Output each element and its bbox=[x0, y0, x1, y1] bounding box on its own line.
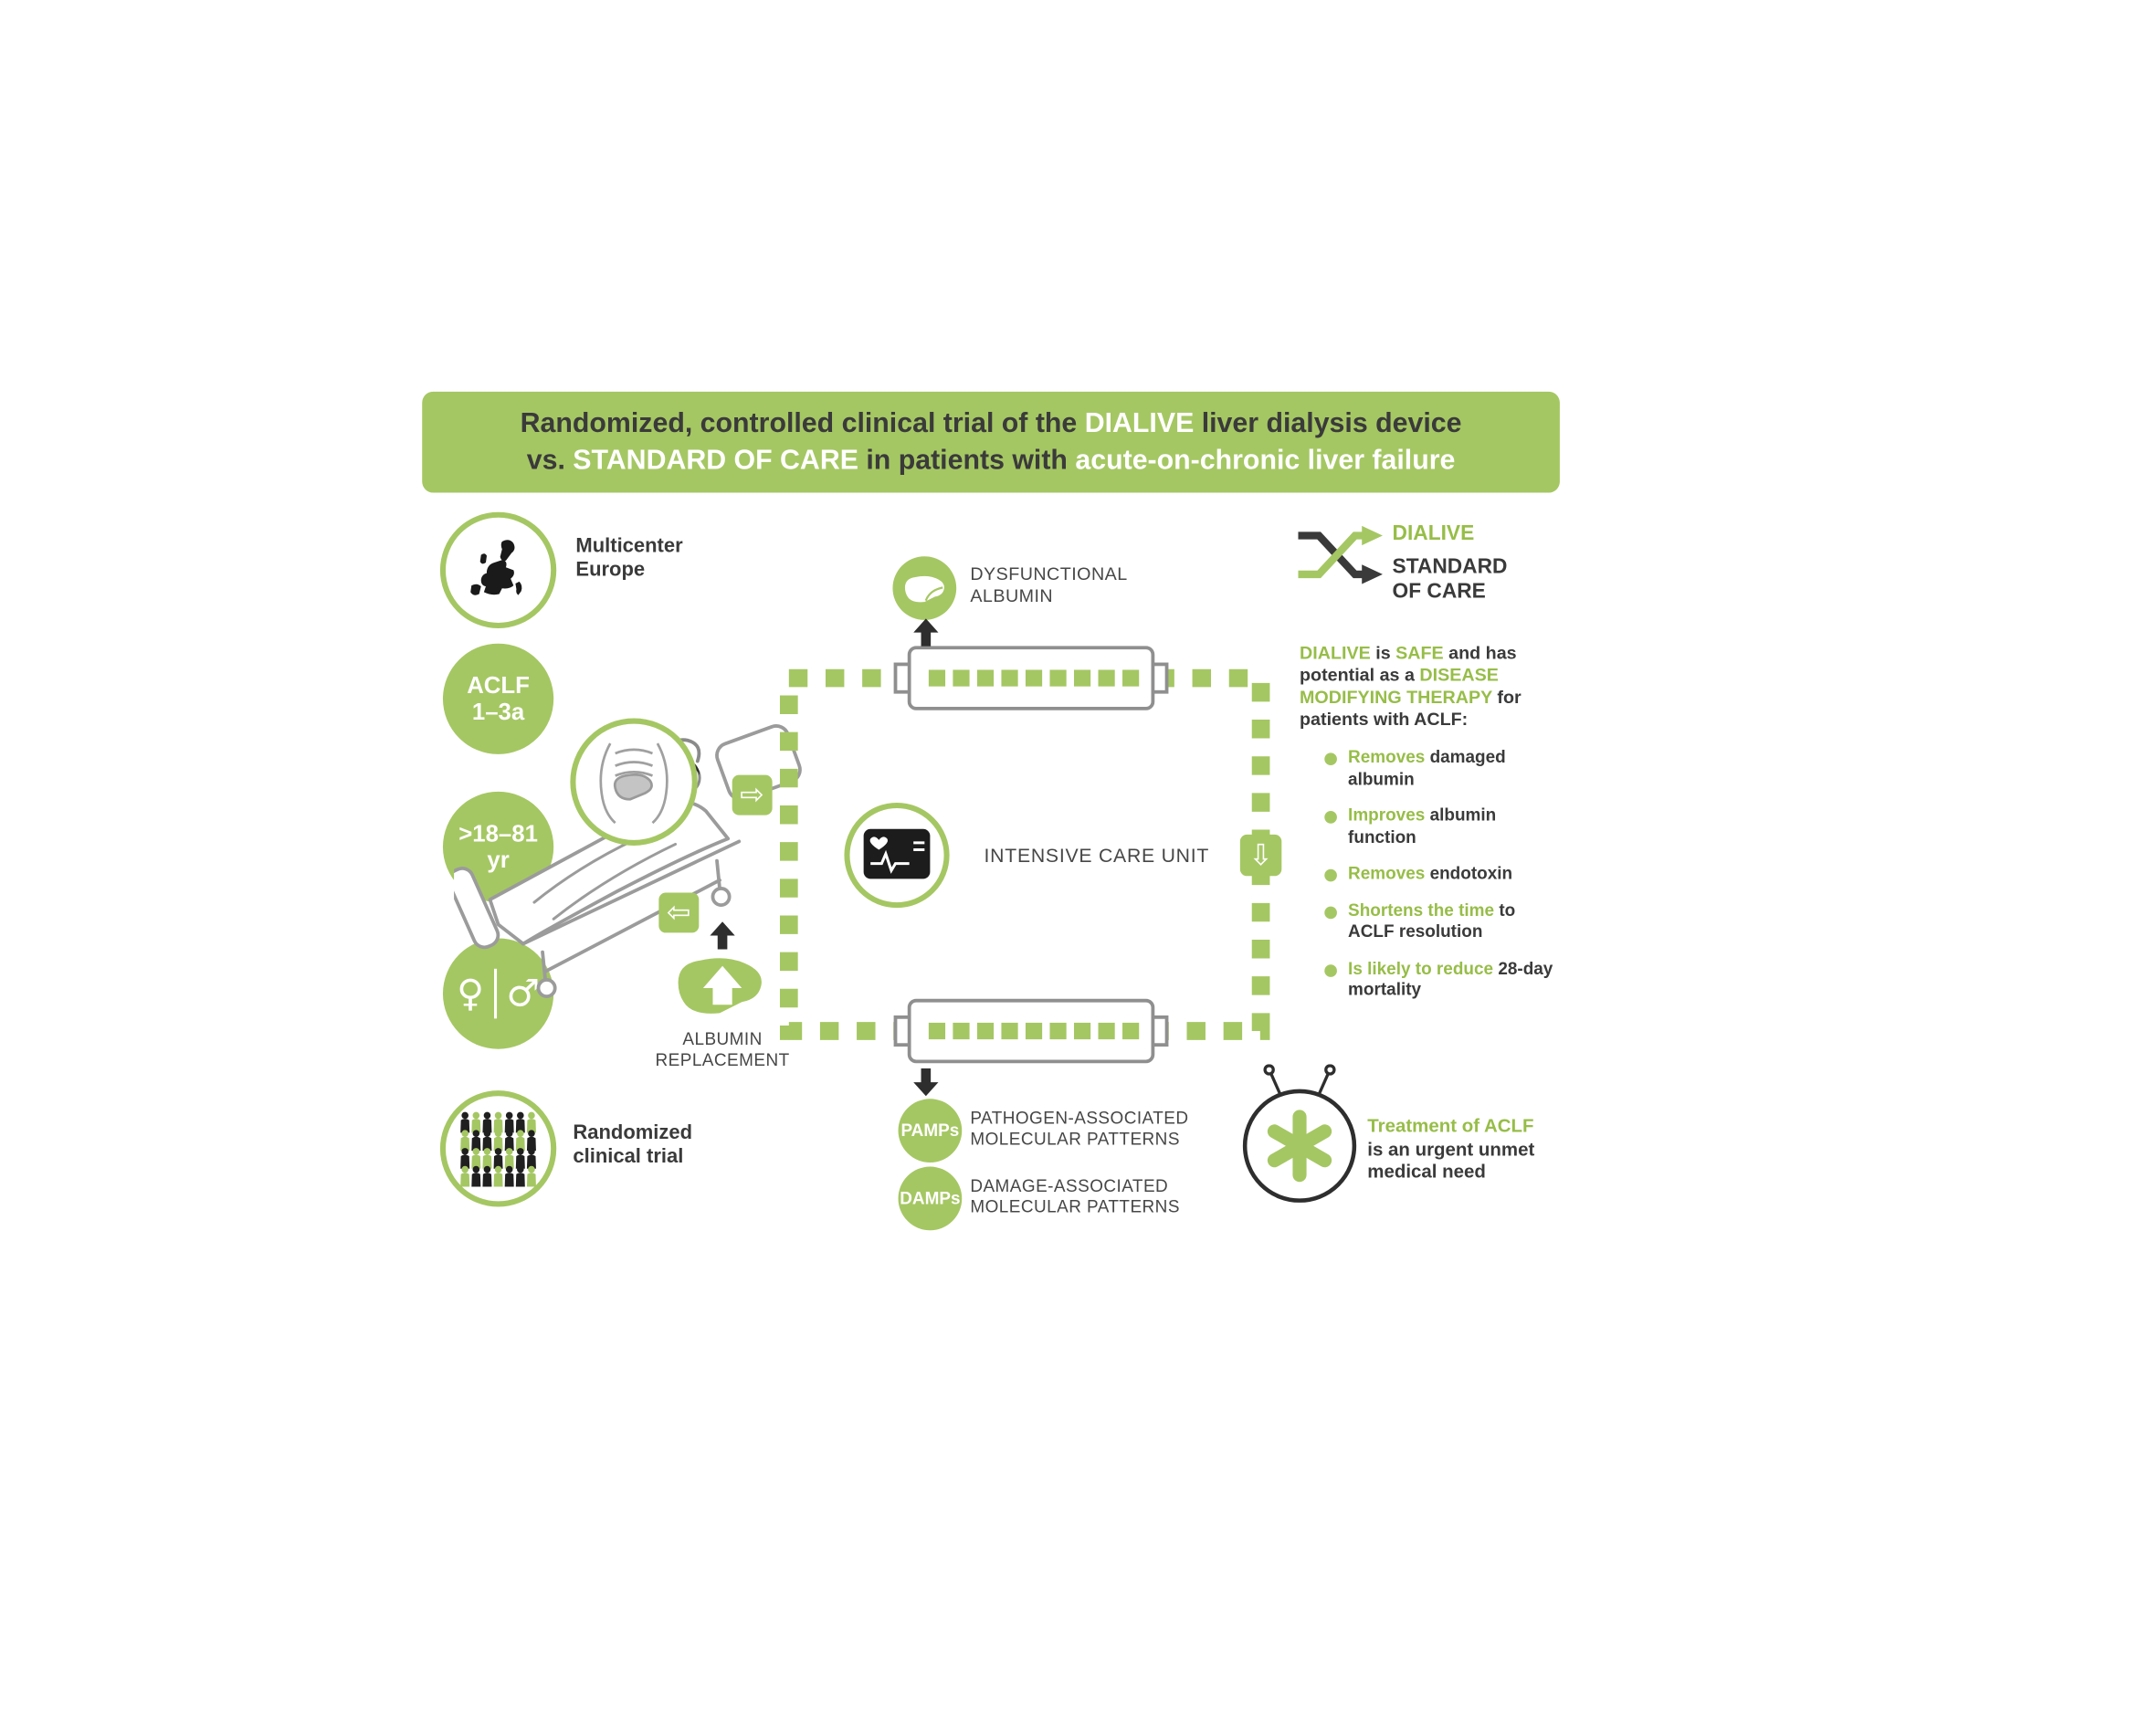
title-line-1: Randomized, controlled clinical trial of… bbox=[520, 408, 1462, 439]
finding-bullet: Removes endotoxin bbox=[1324, 864, 1557, 885]
finding-bullet: Removes damaged albumin bbox=[1324, 747, 1557, 790]
bullet-dot-icon bbox=[1324, 752, 1337, 766]
damps-label: DAMAGE-ASSOCIATED MOLECULAR PATTERNS bbox=[970, 1176, 1180, 1217]
albumin-replacement-icon bbox=[678, 958, 762, 1014]
blood-out-arrow-icon: ⇨ bbox=[732, 774, 773, 815]
albumin-in-arrow-icon bbox=[710, 921, 735, 950]
randomized-population-circle bbox=[439, 1090, 557, 1207]
arrow-down-icon bbox=[913, 1068, 939, 1097]
finding-bullet: Shortens the time to ACLF resolution bbox=[1324, 900, 1557, 943]
blood-return-arrow-icon: ⇦ bbox=[658, 892, 700, 933]
europe-map-icon bbox=[470, 540, 522, 595]
dysfunctional-albumin-label: DYSFUNCTIONAL ALBUMIN bbox=[970, 563, 1128, 606]
torso-anatomy-icon bbox=[599, 742, 669, 825]
urgent-need-circle bbox=[1242, 1089, 1357, 1203]
pamps-label: PATHOGEN-ASSOCIATED MOLECULAR PATTERNS bbox=[970, 1108, 1189, 1149]
soc-arm-label: STANDARD OF CARE bbox=[1392, 554, 1508, 604]
title-banner: Randomized, controlled clinical trial of… bbox=[422, 391, 1560, 493]
title-line-2: vs. STANDARD OF CARE in patients with ac… bbox=[526, 445, 1456, 477]
icu-monitor-circle bbox=[844, 802, 950, 909]
bullet-dot-icon bbox=[1324, 811, 1337, 824]
gender-badge: ♀ ♂ bbox=[442, 938, 554, 1049]
findings-intro: DIALIVE is SAFE and has potential as a D… bbox=[1300, 642, 1522, 730]
findings-list: Removes damaged albumin Improves albumin… bbox=[1324, 747, 1557, 1016]
bullet-dot-icon bbox=[1324, 868, 1337, 882]
icu-label: INTENSIVE CARE UNIT bbox=[984, 844, 1210, 867]
pamps-badge: PAMPs bbox=[898, 1099, 963, 1163]
multicenter-label: Multicenter Europe bbox=[575, 535, 683, 582]
star-of-life-icon bbox=[1267, 1110, 1332, 1183]
bullet-dot-icon bbox=[1324, 963, 1337, 977]
dialyzer-top bbox=[893, 646, 1169, 710]
randomized-label: Randomized clinical trial bbox=[573, 1122, 693, 1169]
ecg-monitor-icon bbox=[863, 828, 931, 879]
urgent-need-label: Treatment of ACLF is an urgent unmet med… bbox=[1367, 1115, 1535, 1183]
gender-divider bbox=[493, 968, 497, 1019]
dialyzer-bottom bbox=[893, 998, 1169, 1064]
organ-inset-circle bbox=[570, 718, 698, 846]
randomized-people-icon bbox=[460, 1111, 536, 1187]
finding-bullet: Is likely to reduce 28-day mortality bbox=[1324, 958, 1557, 1001]
dialysis-circuit-loop bbox=[779, 668, 1270, 1040]
albumin-replacement-label: ALBUMIN REPLACEMENT bbox=[655, 1029, 790, 1070]
dysfunctional-albumin-circle bbox=[892, 556, 957, 620]
finding-bullet: Improves albumin function bbox=[1324, 805, 1557, 848]
multicenter-europe-circle bbox=[439, 511, 557, 629]
female-icon: ♀ bbox=[457, 972, 485, 1015]
flow-down-arrow-icon: ⇩ bbox=[1239, 834, 1282, 877]
damps-badge: DAMPs bbox=[898, 1166, 963, 1231]
arrow-up-icon bbox=[913, 618, 939, 647]
bullet-dot-icon bbox=[1324, 905, 1337, 919]
dialive-arm-label: DIALIVE bbox=[1392, 521, 1475, 546]
male-icon: ♂ bbox=[506, 972, 541, 1015]
liver-icon bbox=[904, 575, 944, 602]
randomization-arrows-icon bbox=[1298, 525, 1383, 584]
